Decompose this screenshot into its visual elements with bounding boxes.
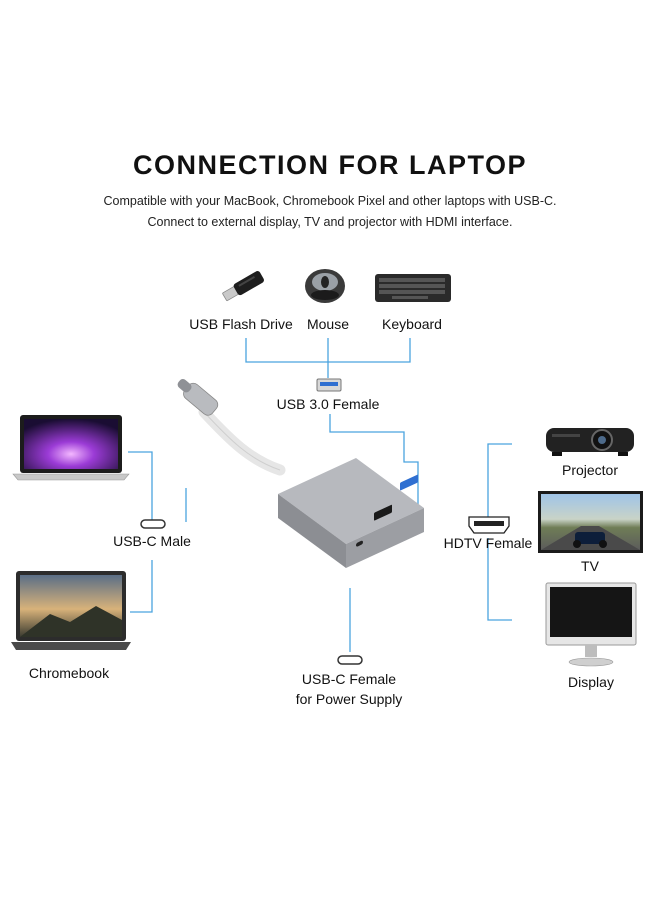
chromebook-label: Chromebook	[28, 665, 110, 681]
monitor-icon	[545, 582, 637, 667]
usb-c-male-port-icon	[140, 519, 166, 529]
subtitle-line-2: Connect to external display, TV and proj…	[147, 215, 513, 229]
projector-label: Projector	[561, 462, 619, 478]
subtitle-line-1: Compatible with your MacBook, Chromebook…	[103, 194, 557, 208]
tv-label: TV	[581, 558, 599, 574]
projector-icon	[546, 428, 634, 456]
display-label: Display	[568, 674, 614, 690]
usb-c-female-port-icon	[337, 655, 363, 665]
tv-icon	[538, 491, 643, 553]
macbook-laptop-icon	[12, 415, 130, 481]
hdtv-female-label: HDTV Female	[443, 535, 533, 551]
usb-flash-drive-label: USB Flash Drive	[189, 316, 293, 332]
mouse-icon	[305, 269, 345, 303]
chromebook-laptop-icon	[11, 571, 131, 650]
usb-c-female-label-line-2: for Power Supply	[295, 691, 403, 707]
usb-c-hub-adapter-icon	[177, 379, 424, 568]
usb-flash-drive-icon	[222, 271, 264, 301]
page-title: CONNECTION FOR LAPTOP	[132, 150, 527, 180]
usb-c-male-label: USB-C Male	[113, 533, 191, 549]
keyboard-icon	[375, 274, 451, 302]
usb3-female-label: USB 3.0 Female	[276, 396, 380, 412]
usb-a-port-icon	[316, 378, 342, 392]
hdmi-port-icon	[468, 516, 510, 534]
usb-c-female-label-line-1: USB-C Female	[301, 671, 397, 687]
mouse-label: Mouse	[306, 316, 350, 332]
keyboard-label: Keyboard	[382, 316, 442, 332]
